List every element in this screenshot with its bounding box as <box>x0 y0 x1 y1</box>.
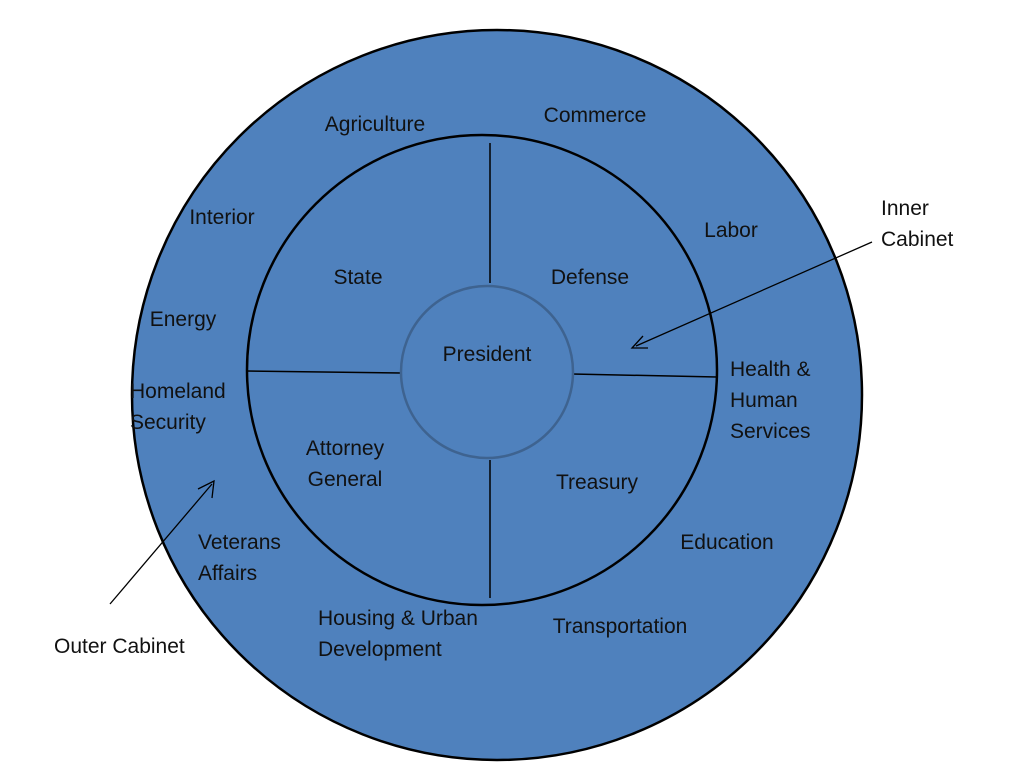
label-line: Health & <box>730 358 811 381</box>
label-line: Education <box>680 531 773 554</box>
label-line: Agriculture <box>325 113 425 136</box>
label-line: Inner <box>881 197 929 220</box>
dept-label-interior: Interior <box>189 206 254 229</box>
dept-label-agriculture: Agriculture <box>325 113 425 136</box>
dept-label-defense: Defense <box>551 266 629 289</box>
label-line: Outer Cabinet <box>54 635 185 658</box>
dept-label-labor: Labor <box>704 219 758 242</box>
label-line: Attorney <box>306 437 385 460</box>
dept-label-energy: Energy <box>150 308 217 331</box>
inner-cabinet-arrow-line <box>635 241 873 347</box>
outer-cabinet-arrow-line <box>109 483 213 605</box>
label-line: Labor <box>704 219 758 242</box>
president-circle <box>399 284 575 460</box>
label-line: Housing & Urban <box>318 607 478 630</box>
label-line: State <box>333 266 382 289</box>
label-line: Interior <box>189 206 254 229</box>
dept-label-transportation: Transportation <box>553 615 688 638</box>
outer-cabinet-arrowhead <box>197 479 215 499</box>
label-line: Security <box>130 411 206 434</box>
president-label: President <box>443 343 532 366</box>
divider-right <box>571 373 718 378</box>
label-line: Homeland <box>130 380 226 403</box>
outer-cabinet-label: Outer Cabinet <box>54 635 185 658</box>
label-line: Human <box>730 389 798 412</box>
label-line: Treasury <box>556 471 639 494</box>
dept-label-treasury: Treasury <box>556 471 639 494</box>
label-line: Cabinet <box>881 228 954 251</box>
label-line: Development <box>318 638 442 661</box>
label-line: Energy <box>150 308 217 331</box>
label-line: Services <box>730 420 811 443</box>
label-line: General <box>308 468 383 491</box>
label-line: Veterans <box>198 531 281 554</box>
divider-left <box>246 370 402 374</box>
label-line: Commerce <box>544 104 647 127</box>
label-line: Affairs <box>198 562 257 585</box>
label-line: Transportation <box>553 615 688 638</box>
inner-cabinet-arrowhead <box>630 335 648 349</box>
dept-label-state: State <box>333 266 382 289</box>
dept-label-commerce: Commerce <box>544 104 647 127</box>
dept-label-education: Education <box>680 531 773 554</box>
label-line: Defense <box>551 266 629 289</box>
